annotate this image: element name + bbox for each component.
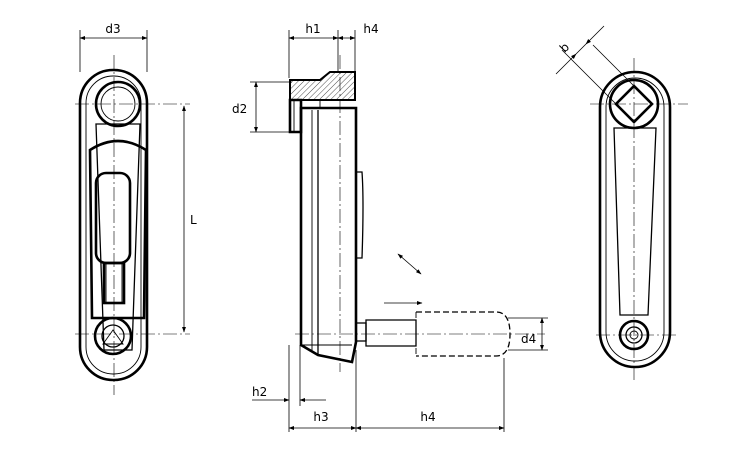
side-view (288, 55, 545, 372)
front-handle-slot (88, 139, 148, 320)
front-view (75, 55, 190, 395)
label-h1: h1 (305, 22, 320, 36)
label-d3: d3 (105, 22, 120, 36)
label-L: L (190, 213, 197, 227)
dim-h1: h1 (288, 22, 339, 78)
dim-h3: h3 (288, 350, 357, 432)
front-outline (78, 68, 149, 382)
label-d4: d4 (521, 332, 536, 346)
back-square-bore (614, 84, 654, 124)
side-trigger (356, 171, 364, 259)
rotation-arrow (397, 253, 422, 275)
dim-d4: d4 (508, 317, 548, 351)
dim-h2: h2 (252, 345, 326, 432)
side-pin-base (355, 322, 367, 342)
front-bottom-boss (93, 316, 133, 356)
dim-d3: d3 (79, 22, 148, 72)
label-h4-bottom: h4 (420, 410, 435, 424)
front-inner-outline (85, 75, 142, 375)
label-h3: h3 (313, 410, 328, 424)
side-pin (365, 319, 417, 347)
back-outline (598, 70, 672, 369)
front-top-boss (94, 80, 142, 128)
label-h4-top: h4 (363, 22, 378, 36)
dim-L: L (182, 105, 197, 333)
back-body (613, 127, 657, 316)
label-h2: h2 (252, 385, 267, 399)
dim-h4-top: h4 (337, 22, 379, 72)
label-d2: d2 (232, 102, 247, 116)
dim-b: b (555, 25, 635, 105)
side-lever-body (299, 106, 358, 364)
front-grip (94, 171, 132, 265)
side-hub-stub (288, 98, 303, 134)
side-hub-section (289, 71, 356, 101)
back-inner-outline (605, 77, 665, 362)
dim-d2: d2 (232, 81, 292, 133)
front-bottom-pin (101, 324, 125, 348)
label-b: b (557, 40, 572, 55)
dim-h4-bottom: h4 (355, 358, 505, 432)
back-view (590, 58, 688, 380)
front-body (95, 123, 141, 351)
